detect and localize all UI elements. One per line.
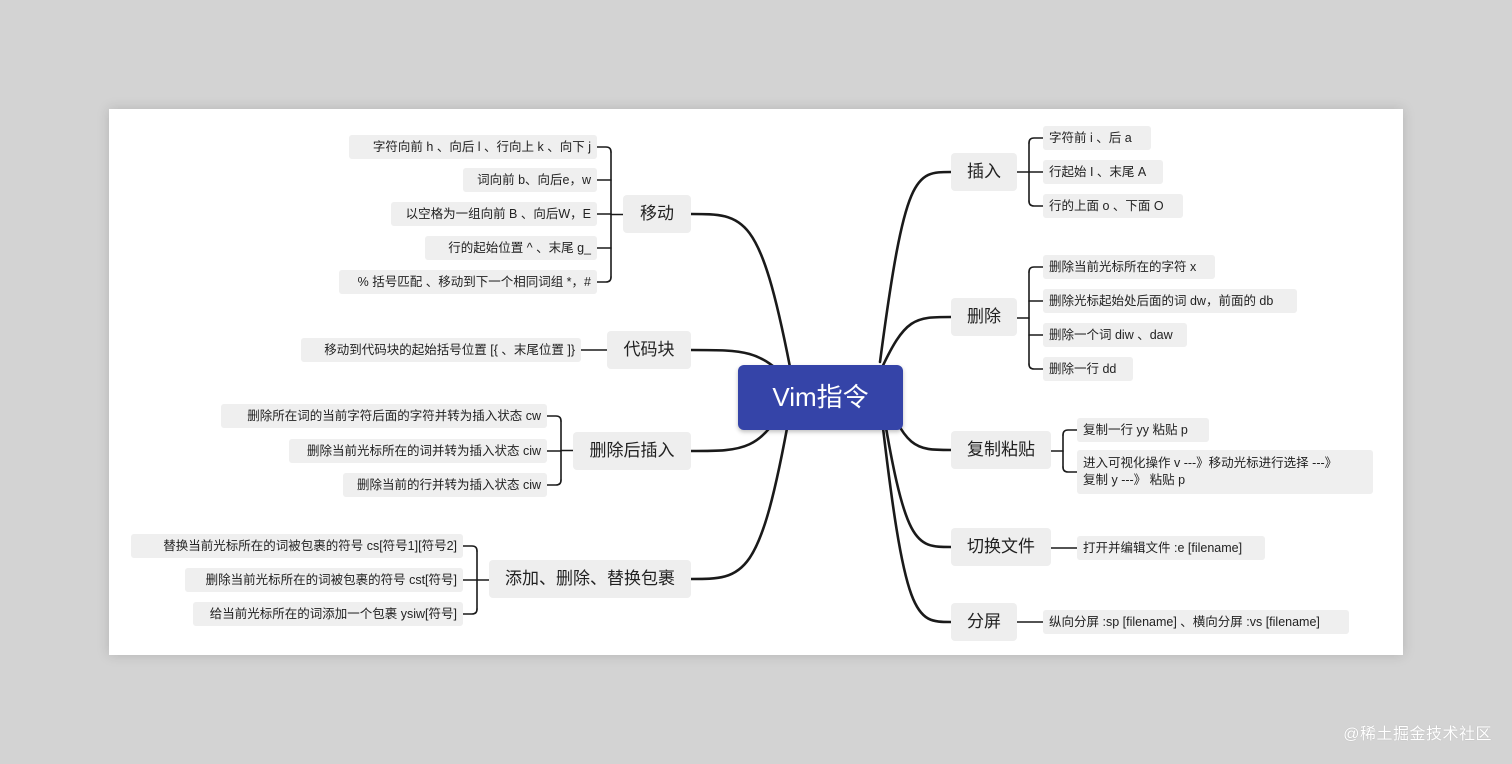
subtopic-left-4-2[interactable]: 删除当前光标所在的词被包裹的符号 cst[符号] [185,568,463,592]
subtopic-left-3-1[interactable]: 删除所在词的当前字符后面的字符并转为插入状态 cw [221,404,547,428]
subtopic-right-3-2[interactable]: 进入可视化操作 v ---》移动光标进行选择 ---》复制 y ---》 粘贴 … [1077,450,1373,494]
subtopic-left-4-1[interactable]: 替换当前光标所在的词被包裹的符号 cs[符号1][符号2] [131,534,463,558]
subtopic-right-1-3[interactable]: 行的上面 o 、下面 O [1043,194,1183,218]
subtopic-right-1-2[interactable]: 行起始 I 、末尾 A [1043,160,1163,184]
subtopic-left-1-5[interactable]: % 括号匹配 、移动到下一个相同词组 *，# [339,270,597,294]
watermark: @稀土掘金技术社区 [1343,726,1492,743]
topic-move[interactable]: 移动 [623,195,691,233]
subtopic-right-2-2[interactable]: 删除光标起始处后面的词 dw，前面的 db [1043,289,1297,313]
subtopic-left-3-2[interactable]: 删除当前光标所在的词并转为插入状态 ciw [289,439,547,463]
subtopic-right-3-2-line-2: 复制 y ---》 粘贴 p [1083,473,1186,487]
subtopic-right-4-1[interactable]: 打开并编辑文件 :e [filename] [1077,536,1265,560]
subtopic-left-2-1[interactable]: 移动到代码块的起始括号位置 [{ 、末尾位置 ]} [301,338,581,362]
topic-split-screen[interactable]: 分屏 [951,603,1017,641]
subtopic-left-1-4[interactable]: 行的起始位置 ^ 、末尾 g_ [425,236,597,260]
subtopic-left-3-3[interactable]: 删除当前的行并转为插入状态 ciw [343,473,547,497]
subtopic-right-5-1[interactable]: 纵向分屏 :sp [filename] 、横向分屏 :vs [filename] [1043,610,1349,634]
subtopic-right-1-1[interactable]: 字符前 i 、后 a [1043,126,1151,150]
subtopic-left-1-1[interactable]: 字符向前 h 、向后 l 、行向上 k 、向下 j [349,135,597,159]
topic-surround[interactable]: 添加、删除、替换包裹 [489,560,691,598]
subtopic-left-4-3[interactable]: 给当前光标所在的词添加一个包裹 ysiw[符号] [193,602,463,626]
subtopic-right-2-3[interactable]: 删除一个词 diw 、daw [1043,323,1187,347]
subtopic-left-1-2[interactable]: 词向前 b、向后e，w [463,168,597,192]
topic-copy-paste[interactable]: 复制粘贴 [951,431,1051,469]
topic-delete-then-insert[interactable]: 删除后插入 [573,432,691,470]
subtopic-right-3-2-line-1: 进入可视化操作 v ---》移动光标进行选择 ---》 [1083,456,1338,470]
subtopic-right-2-1[interactable]: 删除当前光标所在的字符 x [1043,255,1215,279]
subtopic-left-1-3[interactable]: 以空格为一组向前 B 、向后W，E [391,202,597,226]
subtopic-right-2-4[interactable]: 删除一行 dd [1043,357,1133,381]
topic-delete[interactable]: 删除 [951,298,1017,336]
topic-switch-file[interactable]: 切换文件 [951,528,1051,566]
topic-insert[interactable]: 插入 [951,153,1017,191]
root-topic[interactable]: Vim指令 [738,365,903,430]
topic-code-block[interactable]: 代码块 [607,331,691,369]
subtopic-right-3-1[interactable]: 复制一行 yy 粘贴 p [1077,418,1209,442]
